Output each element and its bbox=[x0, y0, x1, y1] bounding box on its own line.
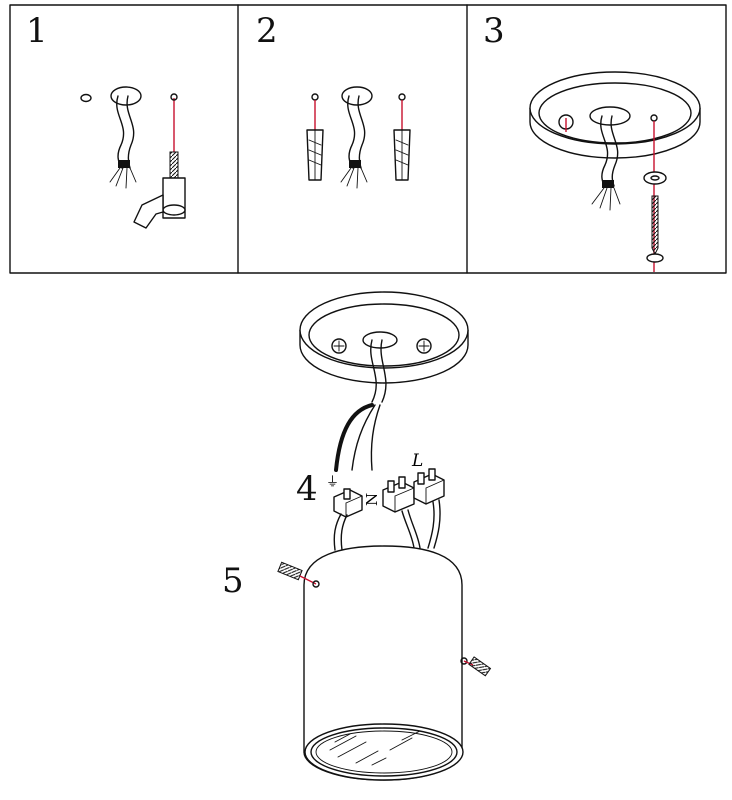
fixture-wires bbox=[333, 499, 441, 551]
screw-illustration bbox=[643, 121, 667, 272]
drill-illustration bbox=[133, 93, 186, 229]
step-4-number: 4 bbox=[296, 469, 318, 509]
earth-label: ⏚ bbox=[326, 475, 339, 490]
grub-screw-left bbox=[277, 561, 320, 588]
step-5-number: 5 bbox=[222, 561, 244, 601]
step-1-panel: 1 bbox=[26, 11, 186, 229]
right-plug-illustration bbox=[393, 93, 411, 181]
hole-mark bbox=[80, 93, 92, 103]
cable-illustration-2 bbox=[340, 86, 373, 189]
cable-illustration-3 bbox=[591, 115, 621, 211]
step-2-number: 2 bbox=[256, 11, 278, 51]
mounting-plate-illustration bbox=[529, 71, 701, 159]
step-1-number: 1 bbox=[26, 11, 48, 51]
step-3-panel: 3 bbox=[483, 11, 701, 272]
supply-cable bbox=[334, 339, 387, 472]
left-plug-illustration bbox=[306, 93, 324, 181]
terminal-block-earth bbox=[333, 488, 363, 518]
step-panels-frame bbox=[9, 4, 727, 274]
live-label: L bbox=[411, 451, 423, 471]
terminal-block-live bbox=[413, 468, 445, 505]
glass-lens bbox=[329, 730, 421, 766]
assembly-illustration: L N ⏚ 4 5 bbox=[222, 291, 492, 781]
step-3-number: 3 bbox=[483, 11, 505, 51]
terminal-block-neutral bbox=[382, 476, 415, 513]
step-2-panel: 2 bbox=[256, 11, 411, 189]
cylinder-housing bbox=[303, 545, 464, 781]
cable-illustration bbox=[109, 86, 142, 189]
grub-screw-right bbox=[460, 656, 492, 677]
ceiling-plate bbox=[299, 291, 469, 384]
neutral-label: N bbox=[363, 493, 381, 506]
